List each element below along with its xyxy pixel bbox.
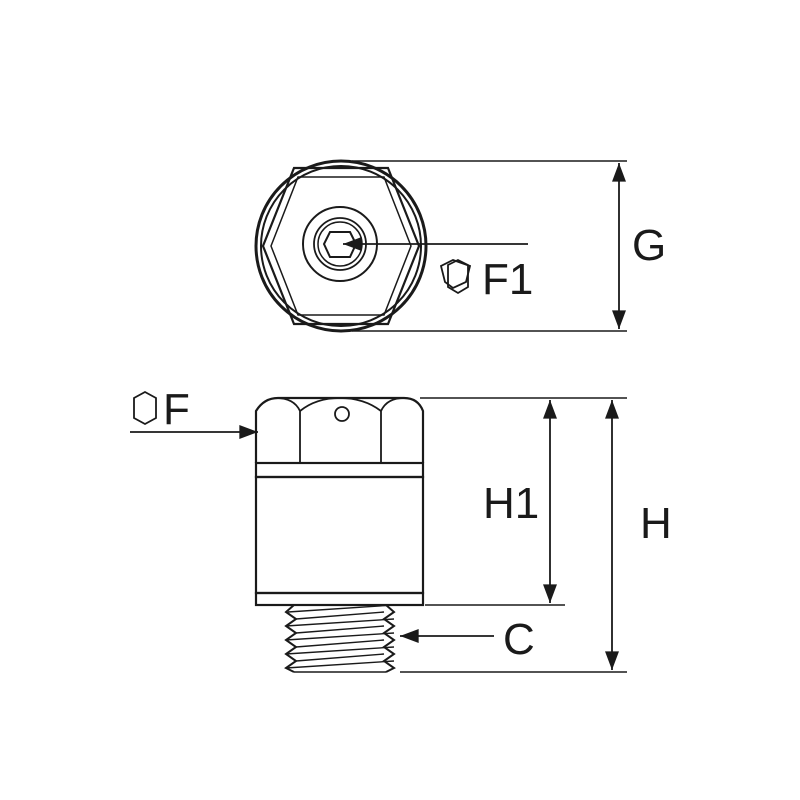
h-label: H xyxy=(640,499,672,548)
g-label: G xyxy=(632,221,666,270)
hex-outline xyxy=(261,166,421,326)
body-lower-band xyxy=(254,591,425,607)
f-label: F xyxy=(163,385,190,434)
vent-hole xyxy=(334,406,350,422)
c-label: C xyxy=(503,615,535,664)
thread xyxy=(284,604,396,673)
outer-ring xyxy=(254,159,428,333)
side-view: F H1 H C xyxy=(130,385,672,673)
inner-ring xyxy=(260,165,422,327)
hexagon-icon xyxy=(133,390,157,426)
hex-face-left xyxy=(275,397,301,463)
f1-label: F1 xyxy=(482,255,533,304)
body xyxy=(254,475,425,595)
hex-inner xyxy=(270,176,412,316)
top-view: G F1 xyxy=(254,159,666,333)
body-upper-band xyxy=(254,461,425,479)
hex-face-mid xyxy=(299,397,382,412)
hexagon-icon xyxy=(439,259,472,290)
hexagon-icon xyxy=(447,258,469,295)
h1-label: H1 xyxy=(483,479,539,528)
hex-face-right xyxy=(380,397,405,463)
